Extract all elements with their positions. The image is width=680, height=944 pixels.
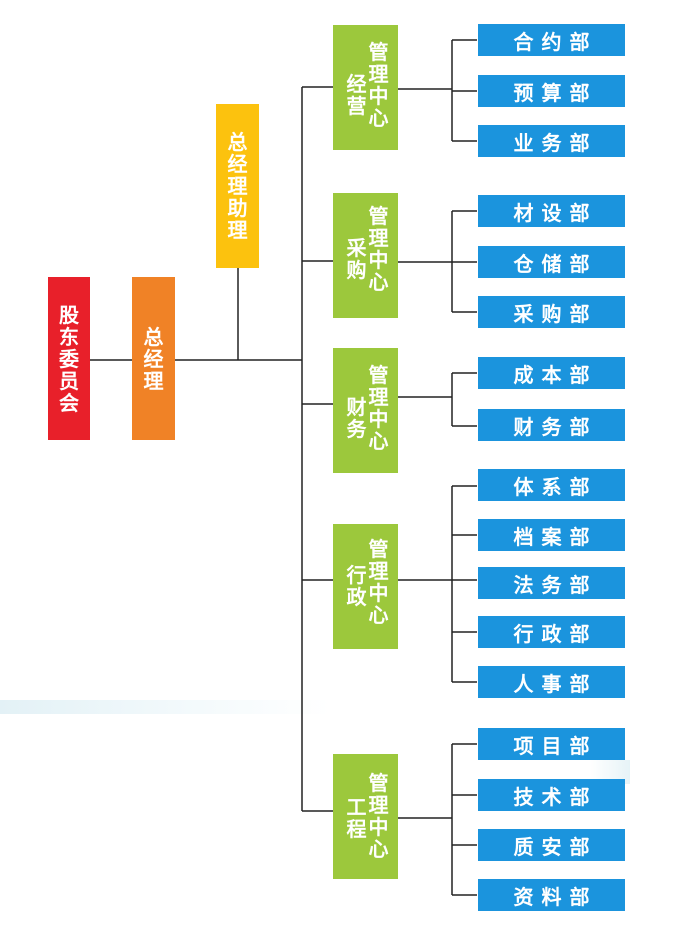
background-watermark-stripe [0,700,330,714]
dept-box: 财务部 [478,409,625,441]
center-label-left: 行政 [346,562,367,609]
dept-box: 项目部 [478,728,625,760]
dept-box: 预算部 [478,75,625,107]
general-manager-label: 总经理 [143,324,164,393]
center-label-left: 采购 [346,235,367,282]
center-box-administration: 行政 管理中心 [333,524,398,649]
assistant-manager-label: 总经理助理 [227,130,248,242]
center-label-left: 财务 [346,394,367,441]
center-label-left: 工程 [346,794,367,841]
center-box-operations: 经营 管理中心 [333,25,398,150]
dept-box: 材设部 [478,195,625,227]
dept-box: 法务部 [478,567,625,599]
dept-box: 体系部 [478,469,625,501]
center-label-right: 管理中心 [368,39,389,130]
dept-box: 合约部 [478,24,625,56]
dept-box: 档案部 [478,519,625,551]
dept-box: 业务部 [478,125,625,157]
dept-box: 成本部 [478,357,625,389]
center-label-left: 经营 [346,71,367,118]
center-box-engineering: 工程 管理中心 [333,754,398,879]
dept-box: 质安部 [478,829,625,861]
general-manager-box: 总经理 [132,277,175,440]
dept-box: 采购部 [478,296,625,328]
center-label-right: 管理中心 [368,536,389,627]
dept-box: 人事部 [478,666,625,698]
dept-box: 资料部 [478,879,625,911]
center-box-finance: 财务 管理中心 [333,348,398,473]
board-box: 股东委员会 [48,277,90,440]
center-label-right: 管理中心 [368,362,389,453]
center-label-right: 管理中心 [368,770,389,861]
board-label: 股东委员会 [59,302,79,415]
dept-box: 仓储部 [478,246,625,278]
dept-box: 行政部 [478,616,625,648]
assistant-manager-box: 总经理助理 [216,104,259,268]
center-box-procurement: 采购 管理中心 [333,193,398,318]
dept-box: 技术部 [478,779,625,811]
center-label-right: 管理中心 [368,203,389,294]
